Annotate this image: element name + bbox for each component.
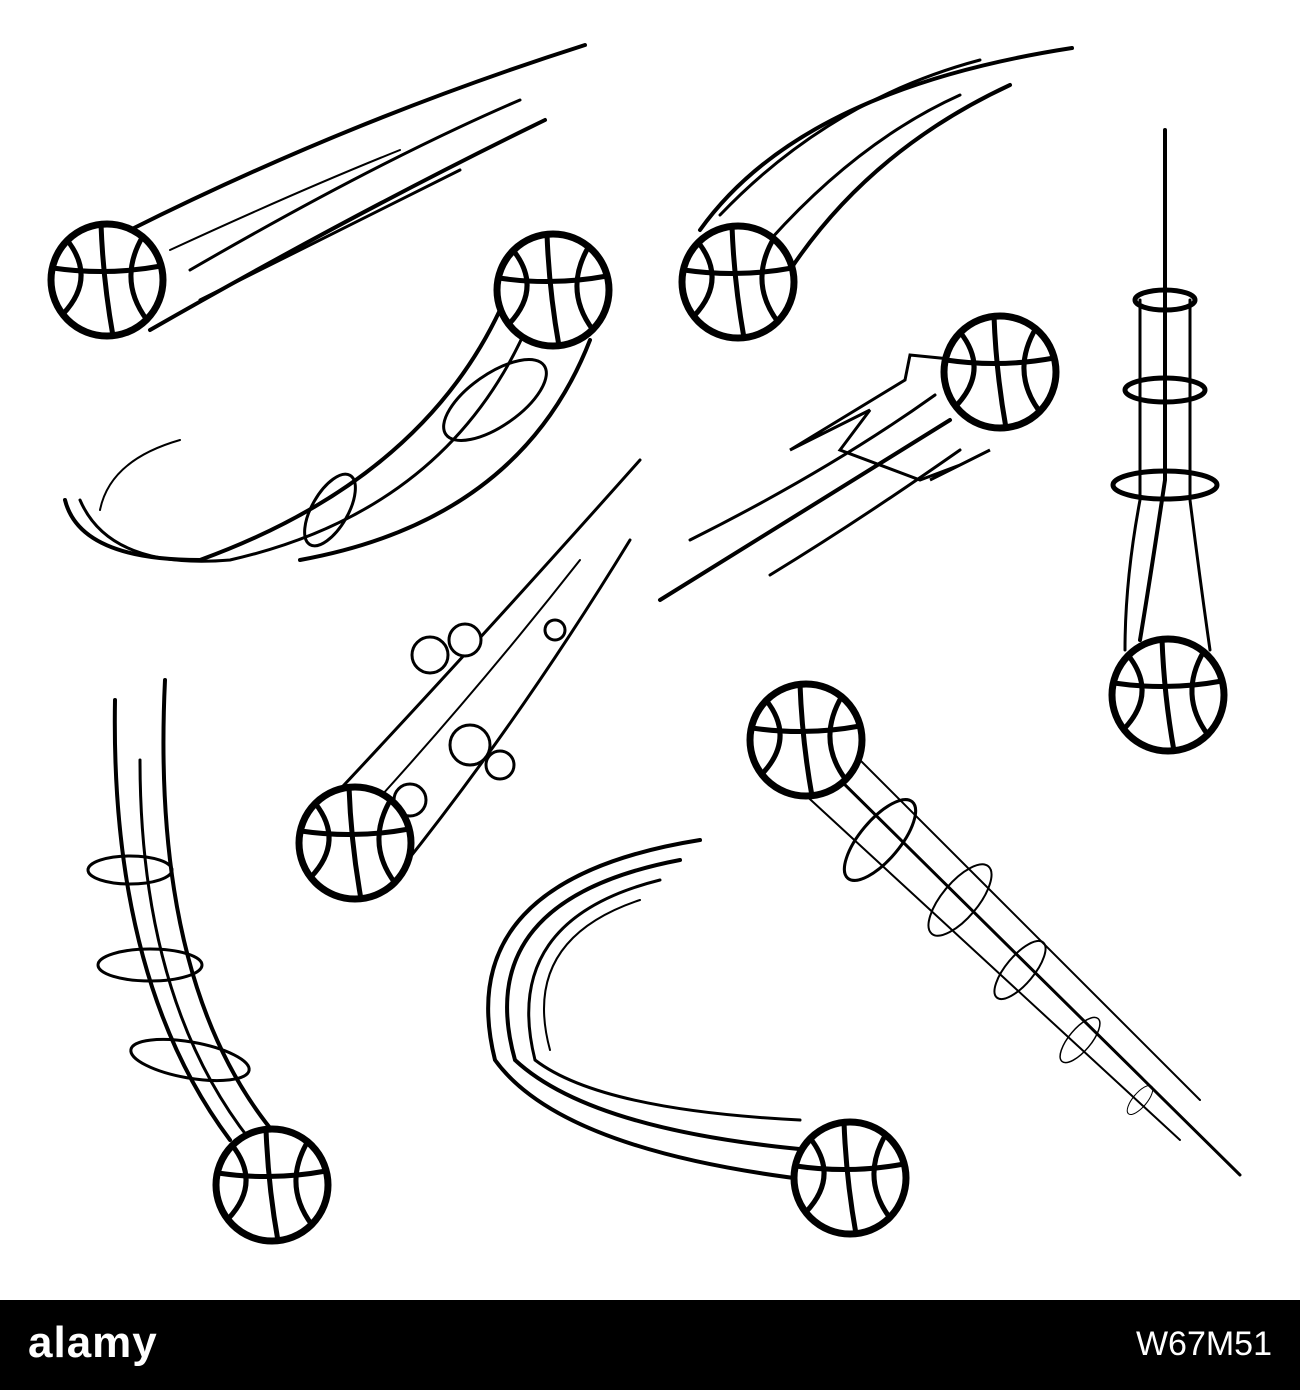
basketball-trail-9 [750, 684, 1242, 1177]
basketball-icon [51, 224, 163, 336]
basketball-trail-5 [1112, 128, 1224, 751]
basketball-icon [682, 226, 794, 338]
basketball-motion-illustration [47, 43, 1242, 1245]
basketball-trail-1 [51, 43, 587, 336]
basketball-icon [216, 1129, 328, 1241]
basketball-icon [794, 1122, 906, 1234]
basketball-icon [750, 684, 862, 796]
basketball-trail-3 [63, 234, 609, 563]
image-id-label: W67M51 [1135, 1325, 1272, 1363]
basketball-icon [1112, 639, 1224, 751]
stock-footer-bar: alamy W67M51 [0, 1300, 1300, 1390]
basketball-trail-7 [86, 678, 328, 1241]
basketball-trail-8 [486, 838, 906, 1234]
basketball-icon [299, 787, 411, 899]
basketball-icon [944, 316, 1056, 428]
alamy-logo: alamy [28, 1318, 158, 1367]
basketball-trail-4 [658, 316, 1056, 602]
basketball-icon [497, 234, 609, 346]
basketball-trail-2 [682, 46, 1074, 338]
basketball-trail-6 [299, 458, 642, 899]
